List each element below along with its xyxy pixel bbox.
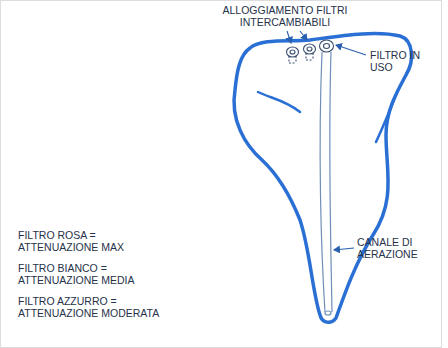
filter-housing [287, 47, 299, 63]
part-label: CANALE DI AERAZIONE [357, 236, 433, 260]
inner-contour [258, 92, 300, 112]
inner-contour [376, 90, 398, 142]
channel-end [325, 311, 331, 315]
part-label: ALLOGGIAMENTO FILTRI INTERCAMBIABILI [205, 4, 365, 28]
part-label: FILTRO ROSA = ATTENUAZIONE MAX [18, 229, 176, 253]
leader-arrow [287, 31, 291, 43]
aeration-channel [330, 52, 332, 312]
filter-housing [304, 44, 316, 60]
part-label: FILTRO IN USO [370, 49, 425, 73]
filter-in-use [320, 40, 334, 52]
leader-arrow [336, 45, 366, 55]
part-label: FILTRO BIANCO = ATTENUAZIONE MEDIA [18, 262, 176, 286]
part-label: FILTRO AZZURRO = ATTENUAZIONE MODERATA [18, 295, 176, 319]
leader-arrow [300, 31, 307, 40]
earmold-outline [234, 33, 411, 322]
aeration-channel [320, 52, 325, 312]
leader-arrow [334, 248, 354, 250]
